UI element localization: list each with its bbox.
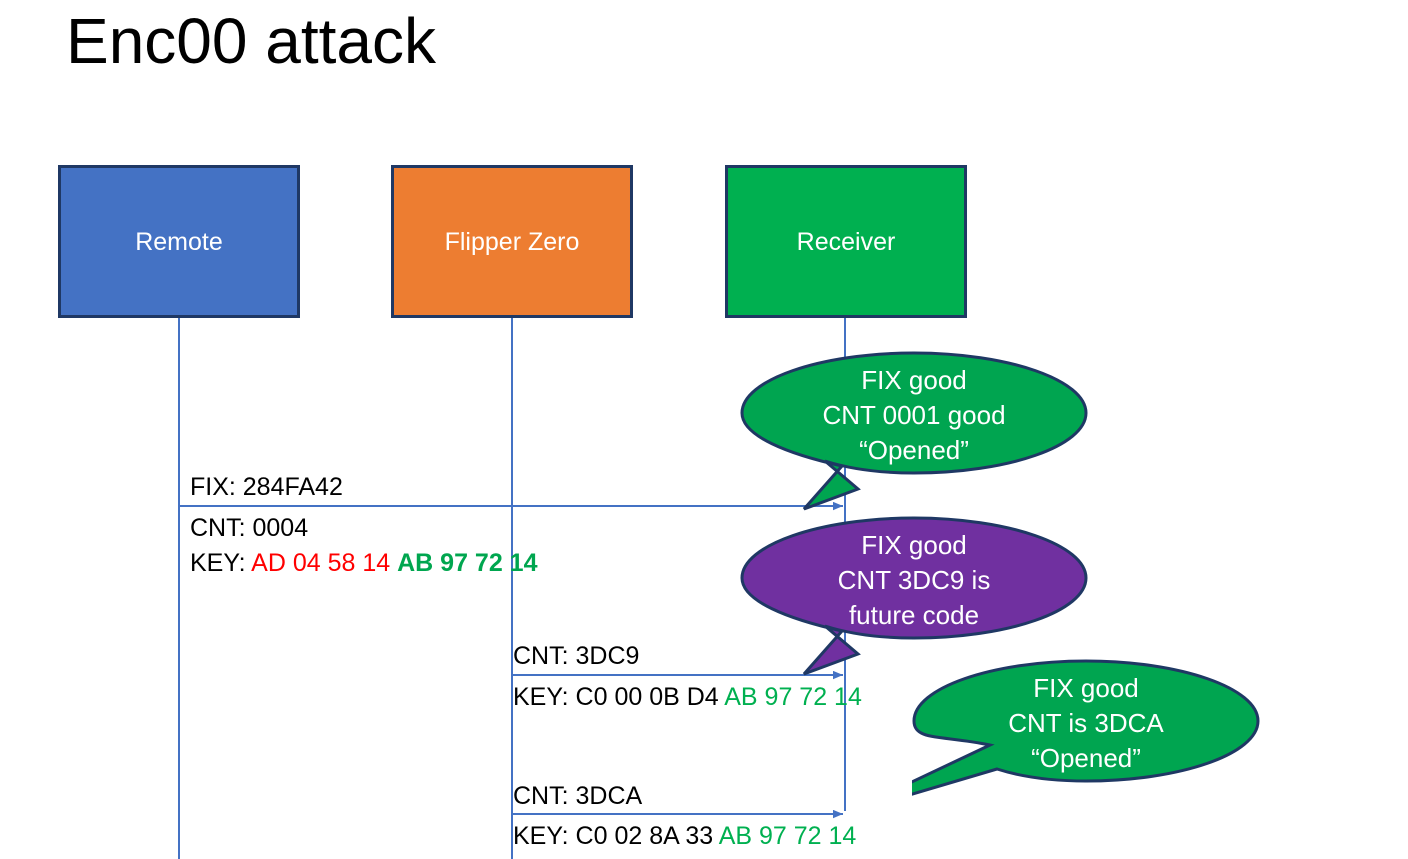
message-1-key-red: AD 04 58 14 bbox=[251, 549, 391, 577]
actor-label-receiver: Receiver bbox=[796, 227, 896, 256]
message-1-key-label: KEY: bbox=[190, 549, 252, 577]
message-2-key-green: AB 97 72 14 bbox=[724, 683, 862, 711]
callout-bubble-2[interactable]: FIX good CNT 3DC9 is future code bbox=[740, 514, 1090, 677]
actor-label-flipper: Flipper Zero bbox=[444, 227, 580, 256]
actor-label-remote: Remote bbox=[135, 227, 223, 256]
callout-1-shape bbox=[740, 351, 1088, 511]
message-3-key-label: KEY: C0 02 8A 33 bbox=[513, 822, 719, 850]
message-1-key-green: AB 97 72 14 bbox=[397, 549, 538, 577]
message-2-key-label: KEY: C0 00 0B D4 bbox=[513, 683, 725, 711]
callout-bubble-1[interactable]: FIX good CNT 0001 good “Opened” bbox=[740, 349, 1090, 512]
message-2-key: KEY: C0 00 0B D4 AB 97 72 14 bbox=[513, 681, 862, 714]
callout-2-shape bbox=[740, 516, 1088, 676]
actor-box-receiver[interactable]: Receiver bbox=[725, 165, 967, 318]
message-3-key-green: AB 97 72 14 bbox=[718, 822, 857, 850]
actor-box-remote[interactable]: Remote bbox=[58, 165, 300, 318]
message-3-cnt: CNT: 3DCA bbox=[513, 782, 643, 810]
message-1-cnt: CNT: 0004 bbox=[190, 514, 309, 542]
lifeline-flipper bbox=[511, 318, 513, 859]
message-3-key: KEY: C0 02 8A 33 AB 97 72 14 bbox=[513, 820, 856, 853]
lifeline-remote bbox=[178, 318, 180, 859]
message-1-key: KEY: AD 04 58 14 AB 97 72 14 bbox=[190, 547, 538, 580]
callout-bubble-3[interactable]: FIX good CNT is 3DCA “Opened” bbox=[912, 657, 1262, 820]
callout-3-shape bbox=[912, 659, 1260, 796]
actor-box-flipper[interactable]: Flipper Zero bbox=[391, 165, 633, 318]
message-2-cnt: CNT: 3DC9 bbox=[513, 642, 640, 670]
message-1-fix: FIX: 284FA42 bbox=[190, 473, 343, 501]
page-title: Enc00 attack bbox=[66, 5, 436, 77]
